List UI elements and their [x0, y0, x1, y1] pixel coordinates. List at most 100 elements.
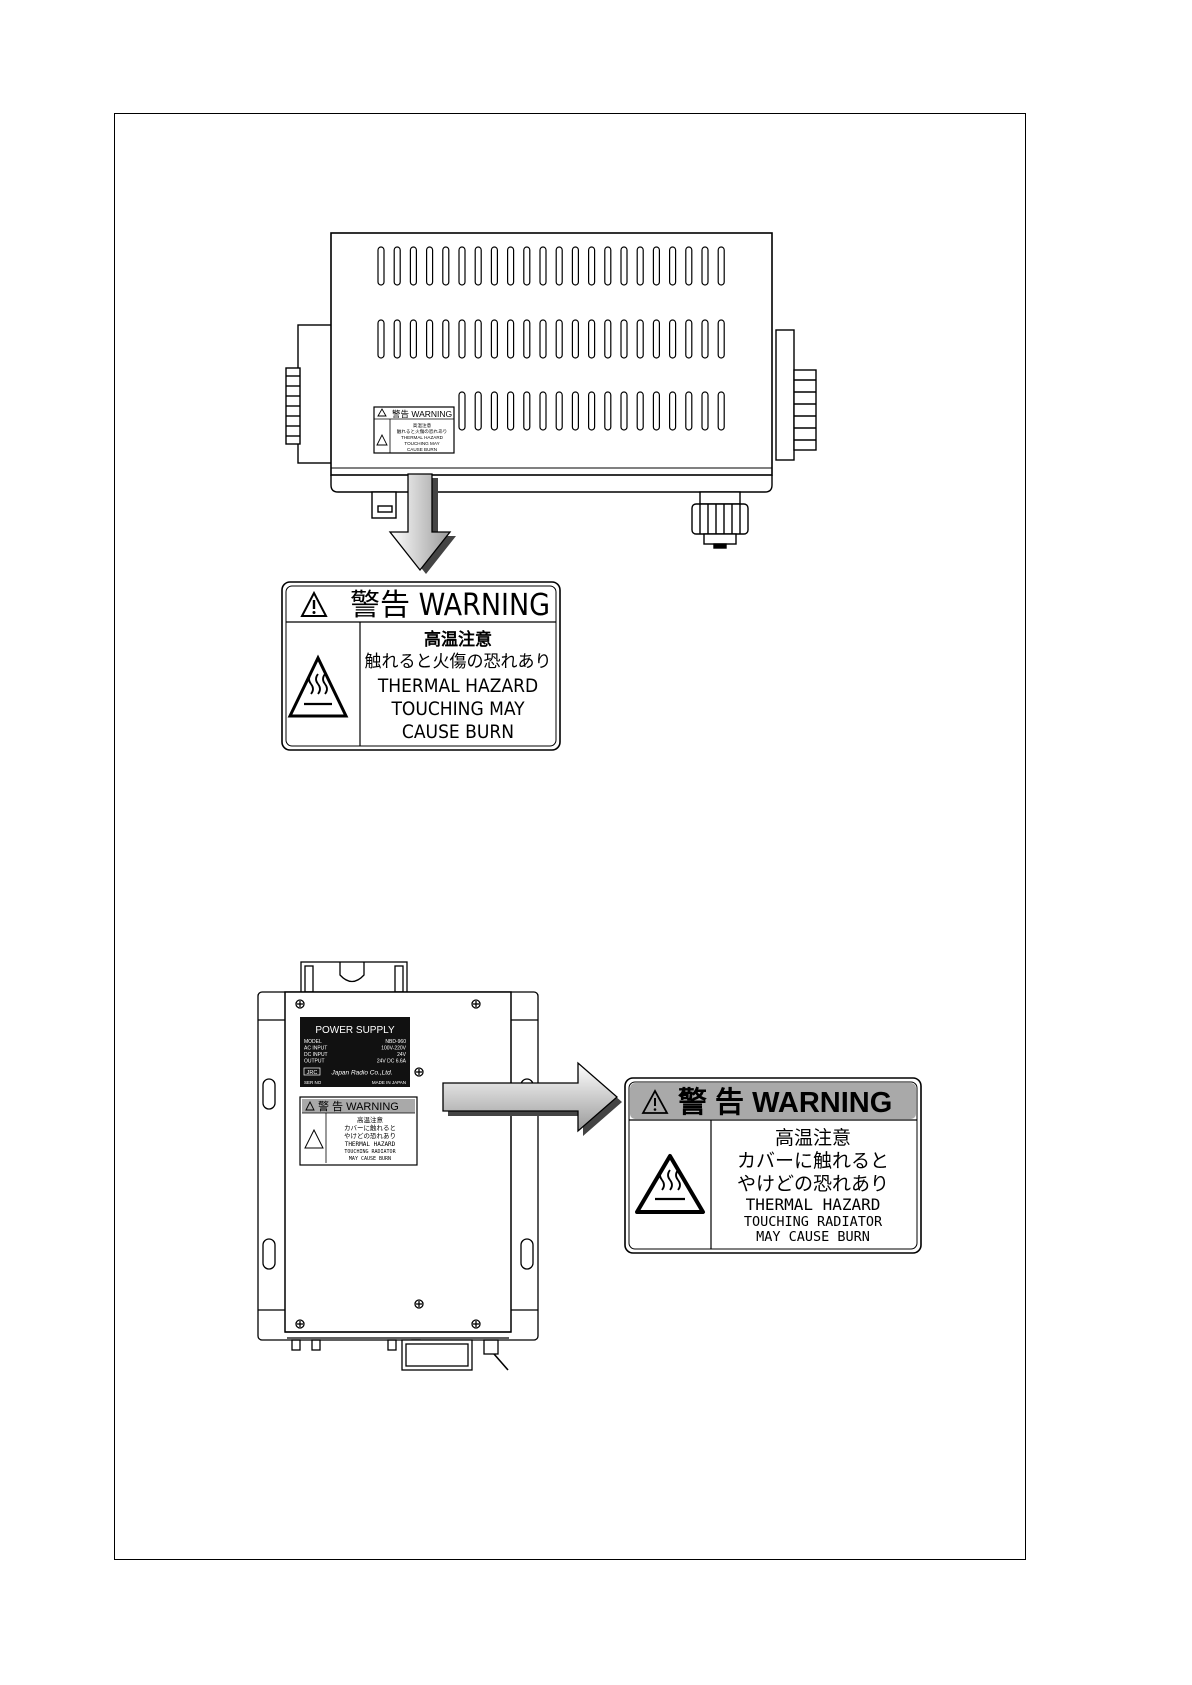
- nameplate-serial: SER NO: [304, 1080, 322, 1085]
- vent-slot: [571, 391, 580, 431]
- small-sticker-header: 警 告 WARNING: [318, 1099, 399, 1113]
- warning-line: TOUCHING MAY: [390, 698, 525, 720]
- vent-slot: [604, 246, 612, 286]
- nameplate-title: POWER SUPPLY: [315, 1025, 395, 1036]
- vent-slot: [458, 391, 466, 431]
- page-frame: [114, 113, 1026, 1560]
- nameplate-row-value: 100V-220V: [381, 1046, 406, 1052]
- top-unit-small-warning-sticker: 警告 WARNING 高温注意 触れると火傷の恐れあり THERMAL HAZA…: [373, 406, 455, 454]
- vent-slot: [523, 319, 531, 359]
- small-sticker-line: THERMAL HAZARD: [345, 1141, 396, 1148]
- vent-slot: [717, 391, 725, 431]
- vent-slot: [539, 391, 547, 431]
- warning-line: 高温注意: [775, 1127, 851, 1149]
- exclamation-warning-icon: [300, 590, 328, 617]
- vent-slot: [539, 319, 547, 359]
- hot-surface-icon: [635, 1154, 705, 1214]
- small-sticker-line: 高温注意: [413, 422, 432, 429]
- vent-slot: [555, 319, 563, 359]
- vent-slot: [636, 246, 644, 286]
- nameplate-row-label: MODEL: [304, 1039, 322, 1045]
- top-unit-drawing: [285, 232, 817, 549]
- vent-slot: [652, 319, 661, 359]
- nameplate-maker: Japan Radio Co.,Ltd.: [330, 1070, 392, 1077]
- small-sticker-header: 警告 WARNING: [392, 409, 452, 419]
- warning-header-text: 警告 WARNING: [350, 588, 550, 623]
- vent-slot: [668, 246, 677, 286]
- vent-slot: [474, 319, 482, 359]
- vent-slot: [409, 319, 417, 359]
- small-sticker-line: 高温注意: [357, 1115, 384, 1124]
- nameplate-origin: MADE IN JAPAN: [372, 1080, 406, 1085]
- vent-slot: [409, 246, 417, 286]
- vent-slot: [377, 246, 385, 286]
- vent-slot: [620, 391, 628, 431]
- vent-slot: [442, 319, 450, 359]
- vent-slot: [571, 319, 580, 359]
- warning-line: THERMAL HAZARD: [746, 1195, 881, 1214]
- right-connector: [775, 329, 817, 461]
- warning-line: MAY CAUSE BURN: [756, 1229, 870, 1245]
- warning-label-bottom: 警 告 WARNING 高温注意 カバーに触れると やけどの恐れあり THERM…: [624, 1077, 922, 1254]
- vent-slot: [604, 391, 612, 431]
- vent-slot: [701, 391, 709, 431]
- vent-slot: [636, 319, 644, 359]
- vent-slot: [571, 246, 580, 286]
- vent-slot: [507, 246, 515, 286]
- vent-slot: [523, 246, 531, 286]
- vent-slot: [442, 246, 450, 286]
- nameplate-row-value: 24V: [397, 1052, 407, 1058]
- vent-slot: [490, 319, 498, 359]
- nameplate-maker-logo: JRC: [307, 1070, 318, 1076]
- vent-slot: [490, 246, 498, 286]
- vent-slot: [717, 319, 725, 359]
- exclamation-warning-icon: [641, 1089, 669, 1114]
- warning-line: CAUSE BURN: [402, 721, 514, 743]
- vent-slot: [668, 319, 677, 359]
- vent-slot: [620, 319, 628, 359]
- vent-slot: [685, 246, 693, 286]
- vent-slot: [555, 391, 563, 431]
- nameplate-row-label: DC INPUT: [304, 1052, 328, 1058]
- vent-slot: [474, 391, 482, 431]
- small-sticker-line: THERMAL HAZARD: [401, 435, 444, 440]
- bottom-unit-small-warning-sticker: 警 告 WARNING 高温注意 カバーに触れると やけどの恐れあり THERM…: [299, 1096, 418, 1166]
- left-connector: [285, 324, 333, 464]
- vent-slot: [717, 246, 725, 286]
- vent-slot: [377, 319, 385, 359]
- down-arrow-icon: [388, 473, 456, 574]
- vent-slot: [587, 391, 596, 431]
- vent-slot: [636, 391, 644, 431]
- vent-slot: [555, 246, 563, 286]
- warning-line: 触れると火傷の恐れあり: [365, 652, 552, 672]
- vent-slot: [523, 391, 531, 431]
- warning-line: THERMAL HAZARD: [377, 675, 538, 697]
- screw-icon: [295, 999, 481, 1329]
- hot-surface-icon: [287, 654, 349, 718]
- small-sticker-line: TOUCHING RADIATOR: [344, 1149, 396, 1155]
- nameplate-row-label: AC INPUT: [304, 1046, 327, 1052]
- vent-slot: [458, 246, 466, 286]
- small-sticker-line: カバーに触れると: [344, 1123, 396, 1132]
- warning-line: TOUCHING RADIATOR: [744, 1214, 883, 1230]
- vent-slot: [393, 319, 401, 359]
- vent-slot: [620, 246, 628, 286]
- nameplate-row-label: OUTPUT: [304, 1059, 325, 1065]
- right-arrow-icon: [442, 1061, 622, 1136]
- vent-slots: [377, 246, 725, 431]
- warning-line: 高温注意: [424, 629, 492, 650]
- small-sticker-line: 触れると火傷の恐れあり: [397, 428, 448, 435]
- vent-slot: [426, 246, 434, 286]
- warning-line: カバーに触れると: [737, 1150, 889, 1172]
- vent-slot: [458, 319, 466, 359]
- vent-slot: [668, 391, 677, 431]
- vent-slot: [604, 319, 612, 359]
- small-sticker-line: CAUSE BURN: [407, 447, 437, 452]
- vent-slot: [474, 246, 482, 286]
- vent-slot: [426, 319, 434, 359]
- warning-header-text: 警 告 WARNING: [678, 1086, 892, 1119]
- vent-slot: [701, 319, 709, 359]
- vent-slot: [507, 319, 515, 359]
